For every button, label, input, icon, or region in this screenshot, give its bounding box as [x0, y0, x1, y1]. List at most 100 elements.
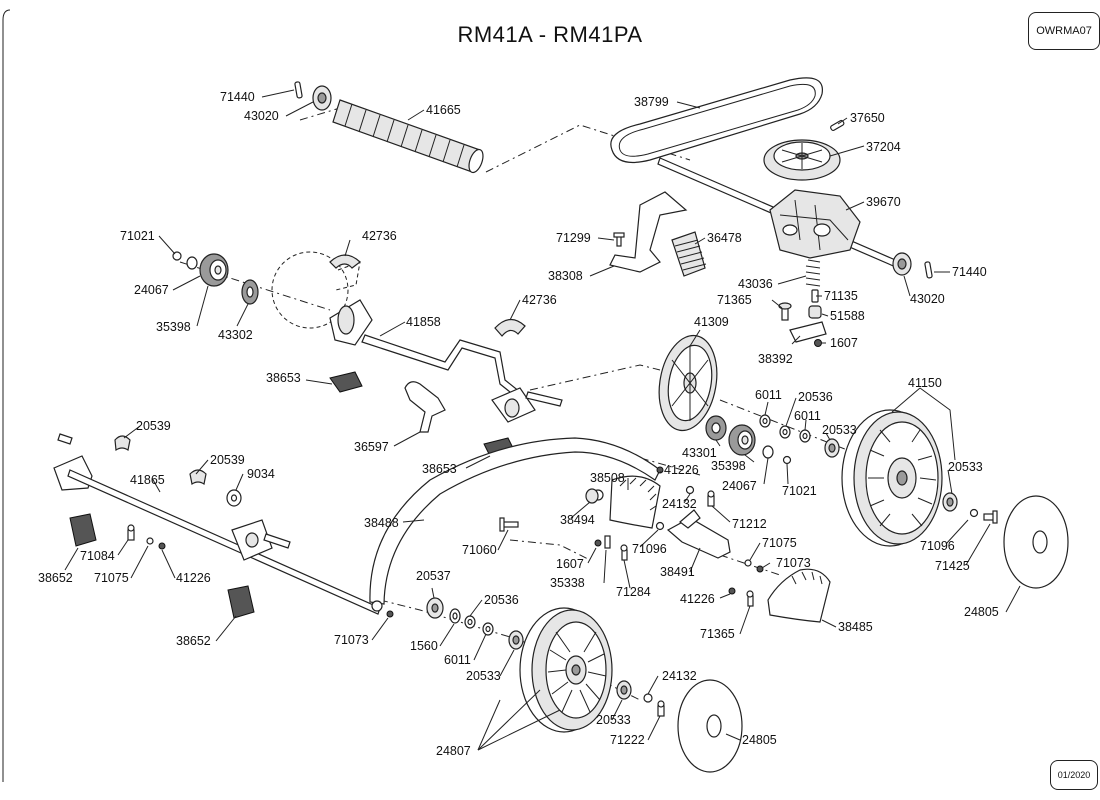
gear-housing-dashed — [271, 251, 361, 329]
label-51588: 51588 — [830, 309, 865, 323]
label-20536: 20536 — [484, 593, 519, 607]
label-6011: 6011 — [444, 653, 471, 667]
washer-24067-right — [762, 445, 774, 459]
bearing-20537 — [426, 597, 444, 619]
washer-20536-b — [464, 615, 476, 629]
cover-38485 — [767, 568, 831, 623]
washer-71096-mid — [655, 521, 665, 531]
label-38652: 38652 — [38, 571, 73, 585]
centerline-pulley — [529, 364, 661, 391]
handle-38491 — [666, 509, 731, 559]
label-71440: 71440 — [220, 90, 255, 104]
hubcap-24805-right — [1003, 495, 1069, 589]
label-9034: 9034 — [247, 467, 275, 481]
label-38653: 38653 — [422, 462, 457, 476]
label-24132: 24132 — [662, 497, 697, 511]
centerline-roller-left — [299, 107, 341, 121]
washer-20536-a — [779, 425, 791, 439]
label-39670: 39670 — [866, 195, 901, 209]
rear-axle-41865 — [53, 433, 381, 615]
label-71365: 71365 — [700, 627, 735, 641]
label-20533: 20533 — [466, 669, 501, 683]
label-38799: 38799 — [634, 95, 669, 109]
screw-71299 — [613, 232, 625, 247]
label-20537: 20537 — [416, 569, 451, 583]
cable-bracket-38308 — [609, 191, 688, 273]
label-71212: 71212 — [732, 517, 767, 531]
label-24805: 24805 — [964, 605, 999, 619]
label-42736: 42736 — [522, 293, 557, 307]
axle-end-bracket — [491, 387, 563, 423]
label-71440: 71440 — [952, 265, 987, 279]
ratchet-43302 — [241, 279, 259, 305]
screw-71365-bottom — [746, 590, 754, 607]
clip-38652-bottom — [227, 585, 255, 619]
pulley-41309 — [658, 334, 718, 432]
screw-71365-top — [778, 302, 792, 321]
label-38485: 38485 — [838, 620, 873, 634]
washer-24132-top — [685, 485, 695, 495]
washer-71075-right — [744, 559, 752, 567]
label-20536: 20536 — [798, 390, 833, 404]
label-71096: 71096 — [920, 539, 955, 553]
gearbox-39670 — [769, 189, 861, 259]
washer-71096-right — [969, 508, 979, 518]
bearing-43020-right — [892, 252, 912, 276]
centerline-bolt — [509, 539, 591, 561]
label-71365: 71365 — [717, 293, 752, 307]
nut-41226-left — [158, 542, 166, 550]
cover-42736-center — [494, 318, 526, 337]
lever-36597 — [404, 381, 446, 433]
label-6011: 6011 — [794, 409, 821, 423]
revision-date-badge: 01/2020 — [1050, 760, 1098, 790]
label-41150: 41150 — [908, 376, 942, 390]
washer-6011-c — [482, 622, 494, 636]
bolt-71060 — [499, 517, 519, 532]
label-42736: 42736 — [362, 229, 397, 243]
centerline-right-wheel — [719, 399, 861, 456]
label-71075: 71075 — [762, 536, 797, 550]
label-20533: 20533 — [948, 460, 983, 474]
pin-35338 — [604, 535, 611, 549]
label-71425: 71425 — [935, 559, 970, 573]
drive-belt-38799 — [610, 77, 823, 163]
label-71284: 71284 — [616, 585, 651, 599]
pinion-35398-right — [728, 424, 756, 456]
label-43020: 43020 — [910, 292, 945, 306]
part-labels: 71440 43020 41665 38799 37650 37204 3967… — [38, 90, 999, 758]
label-71084: 71084 — [80, 549, 115, 563]
nut-1607-mid — [594, 539, 602, 547]
label-20539: 20539 — [210, 453, 245, 467]
label-41226: 41226 — [664, 463, 699, 477]
label-71021: 71021 — [782, 484, 817, 498]
label-38308: 38308 — [548, 269, 583, 283]
label-35338: 35338 — [550, 576, 585, 590]
bearing-20533-d — [616, 680, 632, 700]
clip-20539-b — [189, 469, 207, 485]
label-24807: 24807 — [436, 744, 471, 758]
label-38508: 38508 — [590, 471, 625, 485]
label-24067: 24067 — [722, 479, 757, 493]
nut-71073-left — [386, 610, 394, 618]
clip-38652-top — [69, 513, 97, 547]
roller-41665 — [332, 99, 484, 174]
label-38392: 38392 — [758, 352, 793, 366]
label-24132: 24132 — [662, 669, 697, 683]
label-38653: 38653 — [266, 371, 301, 385]
drawing-code-badge: OWRMA07 — [1028, 12, 1100, 50]
screw-71084 — [127, 524, 135, 541]
bearing-43020-top — [312, 85, 332, 111]
washer-71075-left — [146, 537, 154, 545]
screw-71425 — [983, 510, 998, 524]
label-71060: 71060 — [462, 543, 497, 557]
label-71135: 71135 — [824, 289, 858, 303]
spring-43036 — [805, 259, 821, 287]
label-36478: 36478 — [707, 231, 742, 245]
label-37204: 37204 — [866, 140, 901, 154]
drive-axle-41858 — [329, 299, 521, 397]
label-71075: 71075 — [94, 571, 129, 585]
cover-42736-left — [329, 254, 361, 269]
washer-24067-left — [186, 256, 198, 270]
bracket-38392 — [789, 321, 827, 343]
label-43302: 43302 — [218, 328, 253, 342]
